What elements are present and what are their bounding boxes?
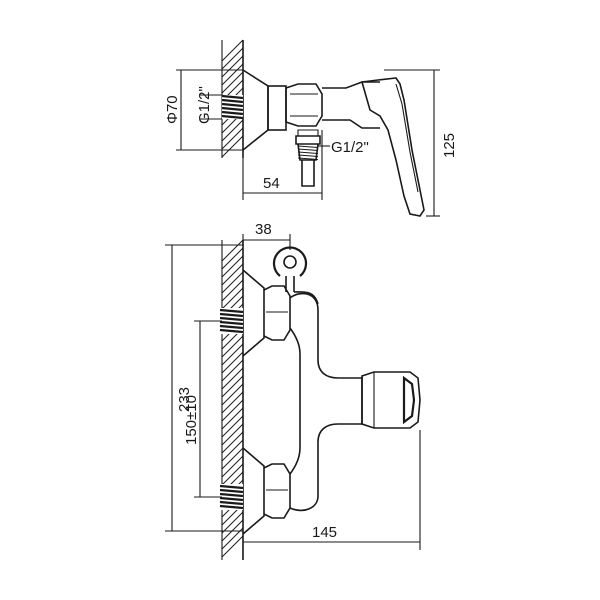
- side-inlet-thread: [221, 94, 244, 120]
- side-handle: [360, 77, 425, 217]
- thread-line: [297, 157, 319, 161]
- wall-hatch-line: [221, 455, 244, 478]
- thread-line: [219, 484, 244, 490]
- inlet-thread-label: G1/2": [196, 86, 213, 124]
- thread-line: [221, 102, 244, 108]
- wall-hatch-line: [221, 439, 244, 462]
- wall-hatch-line: [221, 39, 244, 62]
- thread-line: [297, 154, 319, 158]
- wall-hatch-line: [221, 279, 244, 302]
- front-inlet-thread-top: [219, 308, 244, 334]
- thread-line: [219, 324, 244, 330]
- thread-line: [219, 496, 244, 502]
- thread-line: [219, 308, 244, 314]
- front-inlet-thread-bottom: [219, 484, 244, 510]
- dim-front-height: 233: [165, 244, 243, 532]
- wall-hatch-line: [221, 375, 244, 398]
- wall-hatch-line: [221, 63, 244, 86]
- front-valve-body: [289, 292, 363, 512]
- depth-label: 54: [263, 175, 280, 192]
- thread-line: [219, 500, 244, 506]
- thread-line: [219, 488, 244, 494]
- front-escutcheon-top: [242, 269, 291, 357]
- wall-hatch-line: [221, 447, 244, 470]
- diameter-label: Φ70: [164, 95, 181, 124]
- dim-holder: 38: [242, 221, 291, 250]
- side-height-label: 125: [441, 133, 458, 158]
- wall-hatch-line: [221, 287, 244, 310]
- wall-hatch-line: [221, 535, 244, 558]
- dim-front-width: 145: [243, 430, 421, 550]
- thread-line: [219, 492, 244, 498]
- wall-hatch-line: [221, 135, 244, 158]
- wall-hatch-line: [221, 391, 244, 414]
- side-outlet-connector: [295, 135, 321, 187]
- wall-hatch-line: [221, 511, 244, 534]
- wall-hatch-line: [221, 407, 244, 430]
- front-width-label: 145: [312, 524, 337, 541]
- thread-line: [219, 312, 244, 318]
- thread-line: [221, 110, 244, 116]
- wall-hatch-line: [221, 263, 244, 286]
- front-height-label: 233: [176, 387, 193, 412]
- thread-line: [297, 145, 319, 149]
- thread-line: [297, 148, 319, 152]
- front-escutcheon-bottom: [242, 447, 291, 535]
- dim-diameter: Φ70: [164, 69, 243, 151]
- front-view: 38 233 150±10 145: [165, 221, 421, 560]
- thread-line: [221, 114, 244, 120]
- thread-line: [219, 320, 244, 326]
- wall-hatch-line: [221, 367, 244, 390]
- wall-hatch-line: [221, 335, 244, 358]
- wall-hatch-line: [221, 423, 244, 446]
- wall-hatch-line: [221, 383, 244, 406]
- wall-hatch-line: [221, 127, 244, 150]
- thread-line: [221, 98, 244, 104]
- front-handle: [361, 371, 421, 429]
- wall-hatch-line: [221, 343, 244, 366]
- spacing-label: 150±10: [183, 395, 200, 445]
- dim-side-height: 125: [384, 69, 458, 217]
- thread-line: [297, 151, 319, 155]
- dim-outlet-thread: G1/2": [318, 139, 369, 156]
- thread-line: [221, 106, 244, 112]
- dim-depth: 54: [242, 130, 323, 200]
- wall-hatch-line: [221, 47, 244, 70]
- wall-hatch-line: [221, 55, 244, 78]
- wall-hatch-line: [221, 247, 244, 270]
- wall-hatch-line: [221, 239, 244, 262]
- wall-hatch-line: [221, 399, 244, 422]
- wall-hatch-line: [221, 359, 244, 382]
- side-valve-body: [285, 81, 380, 137]
- thread-line: [219, 504, 244, 510]
- wall-hatch-line: [221, 271, 244, 294]
- thread-line: [219, 328, 244, 334]
- wall-hatch-line: [221, 255, 244, 278]
- outlet-thread-label: G1/2": [331, 139, 369, 156]
- wall-hatch-line: [221, 351, 244, 374]
- wall-hatch-line: [221, 71, 244, 94]
- dim-inlet-thread: G1/2": [196, 86, 222, 124]
- side-escutcheon: [242, 69, 287, 151]
- wall-hatch-line: [221, 415, 244, 438]
- side-view: Φ70 G1/2" G1/2" 54 125: [164, 39, 458, 217]
- holder-label: 38: [255, 221, 272, 238]
- front-shower-holder: [272, 246, 319, 305]
- dim-spacing: 150±10: [183, 320, 222, 498]
- wall-hatch-line: [221, 119, 244, 142]
- wall-hatch-line: [221, 431, 244, 454]
- thread-line: [219, 316, 244, 322]
- front-wall: [221, 239, 244, 560]
- thread-line: [221, 94, 244, 100]
- side-wall: [221, 39, 244, 158]
- wall-hatch-line: [221, 463, 244, 486]
